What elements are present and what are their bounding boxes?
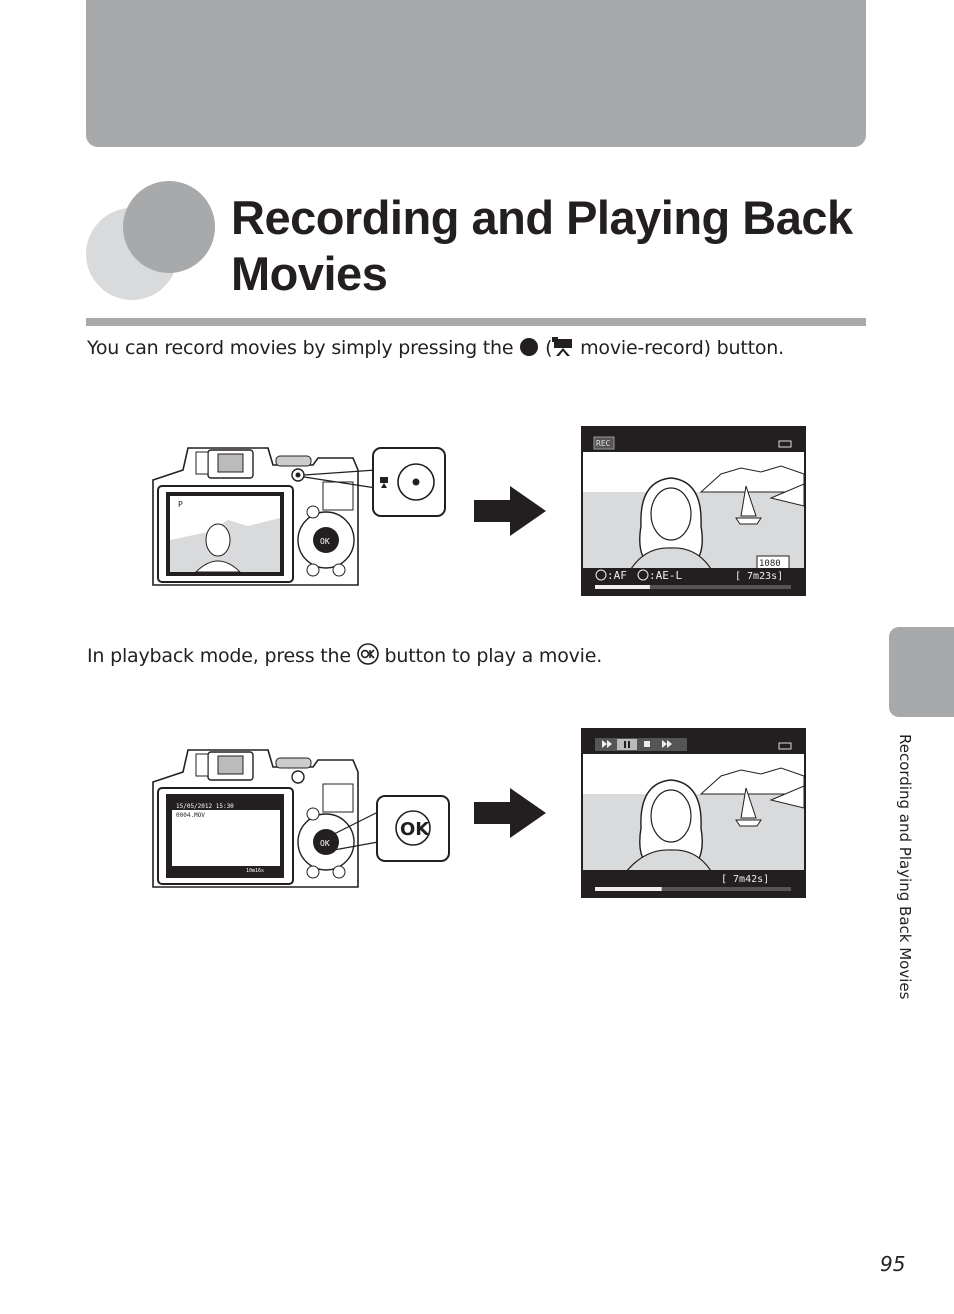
- lcd-filename: 0004.MOV: [176, 812, 205, 819]
- page-title: Recording and Playing Back Movies: [231, 190, 871, 302]
- rec-indicator: REC: [596, 439, 611, 448]
- remaining-playback-time: [ 7m42s]: [721, 874, 769, 885]
- playback-text-part-1: In playback mode, press the: [87, 645, 351, 667]
- intro-text-part-1: You can record movies by simply pressing…: [87, 337, 513, 359]
- arrow-right-icon: [474, 486, 550, 536]
- playback-screen-illustration: [ 7m42s]: [581, 728, 806, 898]
- lcd-datetime: 15/05/2012 15:30: [176, 803, 234, 810]
- side-tab-label: Recording and Playing Back Movies: [896, 734, 914, 999]
- af-label: :AF: [607, 569, 627, 582]
- lcd-mode-indicator: P: [178, 500, 183, 509]
- camera-back-record-illustration: P OK: [148, 440, 448, 590]
- arrow-right-icon: [474, 788, 550, 838]
- ael-label: :AE-L: [649, 569, 682, 582]
- playback-instruction-text: In playback mode, press the button to pl…: [87, 643, 602, 667]
- record-progress-fill: [595, 585, 650, 589]
- intro-text-part-2: movie-record) button.: [574, 337, 784, 359]
- page-number: 95: [880, 1252, 905, 1276]
- chapter-header-band: [86, 0, 866, 147]
- movie-camera-icon: [552, 337, 574, 357]
- playback-text-part-2: button to play a movie.: [379, 645, 602, 667]
- stop-icon: [644, 741, 650, 747]
- ok-button-icon: [357, 643, 379, 665]
- lcd-ok-label: OK: [320, 839, 330, 848]
- lcd-duration: 10m16s: [246, 868, 264, 874]
- title-rule: [86, 318, 866, 326]
- intro-paren: (: [545, 337, 552, 359]
- camera-back-playback-illustration: 15/05/2012 15:30 0004.MOV 10m16s OK OK: [148, 742, 453, 892]
- playback-progress-fill: [595, 887, 662, 891]
- ok-callout-label: OK: [400, 819, 430, 840]
- chapter-side-tab: [889, 627, 954, 717]
- movie-record-button-icon: [519, 337, 539, 357]
- recording-screen-illustration: REC 1080 :AF :AE-L [ 7m23s]: [581, 426, 806, 596]
- movie-size-badge: 1080: [759, 559, 781, 569]
- lcd-ok-label: OK: [320, 537, 330, 546]
- remaining-record-time: [ 7m23s]: [735, 571, 783, 582]
- chapter-circles-icon: [86, 180, 216, 302]
- intro-text: You can record movies by simply pressing…: [87, 337, 784, 359]
